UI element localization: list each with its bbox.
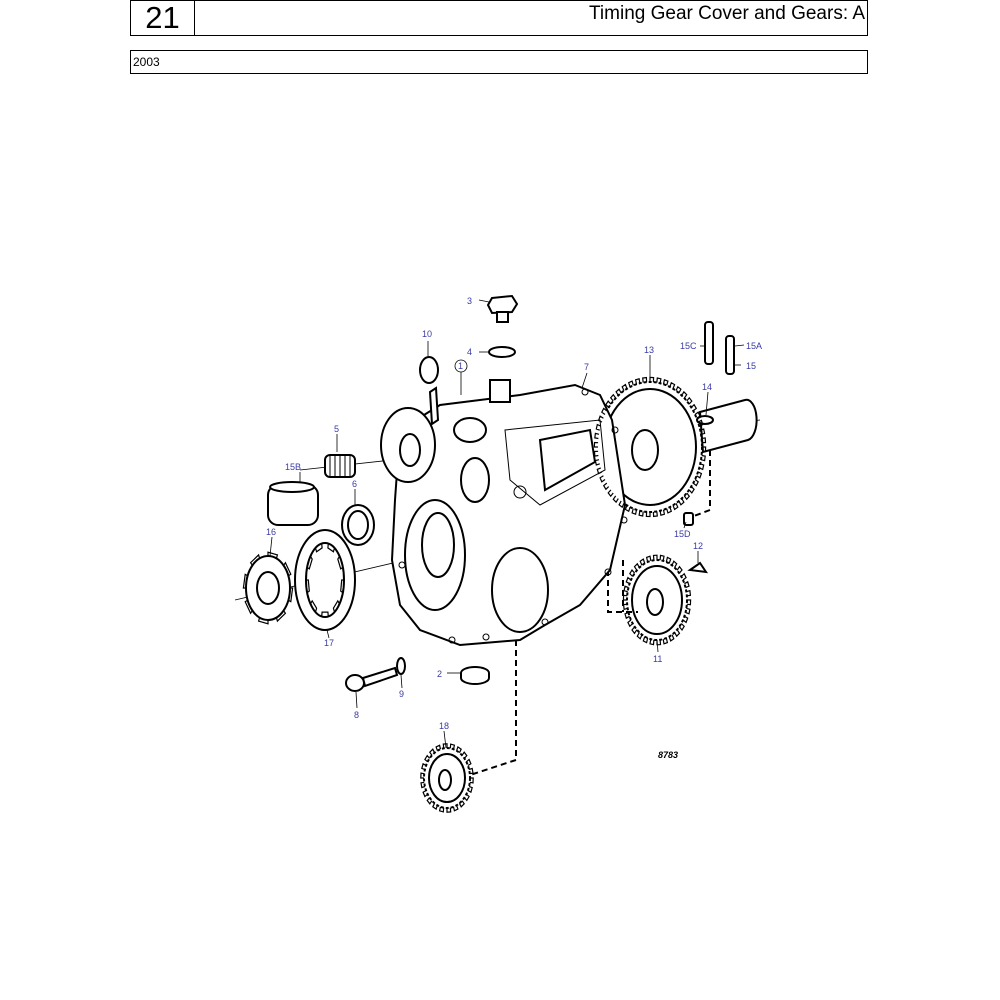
pump-rotor-16-teeth bbox=[242, 551, 294, 625]
gear-18-teeth bbox=[420, 743, 474, 813]
pump-rotor-16[interactable] bbox=[245, 555, 291, 621]
shaft-14[interactable] bbox=[683, 321, 758, 526]
callout-3: 3 bbox=[467, 296, 472, 306]
callout-9: 9 bbox=[399, 689, 404, 699]
callout-15b: 15B bbox=[285, 462, 301, 472]
seal-ring-6[interactable] bbox=[341, 504, 375, 546]
callout-15d: 15D bbox=[674, 529, 691, 539]
pump-ring-17-lobes bbox=[306, 543, 344, 617]
year-bar: 2003 bbox=[130, 50, 868, 74]
bushing-15b[interactable] bbox=[267, 481, 319, 526]
callout-6: 6 bbox=[352, 479, 357, 489]
callout-8: 8 bbox=[354, 710, 359, 720]
callout-11: 11 bbox=[653, 654, 662, 664]
callout-5: 5 bbox=[334, 424, 339, 434]
bolt-8[interactable] bbox=[345, 666, 399, 692]
callout-15a: 15A bbox=[746, 341, 762, 351]
callout-18: 18 bbox=[439, 721, 449, 731]
model-year: 2003 bbox=[133, 55, 160, 69]
pump-ring-17[interactable] bbox=[294, 529, 356, 631]
key-12[interactable] bbox=[687, 561, 709, 574]
plug-3[interactable] bbox=[486, 294, 519, 323]
o-ring-10[interactable] bbox=[419, 356, 439, 384]
timing-gear-cover-7[interactable] bbox=[390, 379, 628, 647]
gear-11-teeth bbox=[622, 554, 692, 646]
callout-1-circle bbox=[454, 359, 468, 373]
callout-4: 4 bbox=[467, 347, 472, 357]
gear-18[interactable] bbox=[423, 747, 471, 809]
cover-plug-2[interactable] bbox=[460, 666, 490, 685]
callout-15c: 15C bbox=[680, 341, 697, 351]
callout-16: 16 bbox=[266, 527, 276, 537]
callout-12: 12 bbox=[693, 541, 703, 551]
callout-17: 17 bbox=[324, 638, 334, 648]
callout-7: 7 bbox=[584, 362, 589, 372]
section-number: 21 bbox=[131, 1, 195, 35]
figure-number: 8783 bbox=[658, 750, 678, 760]
page-title: Timing Gear Cover and Gears: A bbox=[589, 3, 865, 24]
washer-4[interactable] bbox=[488, 346, 516, 358]
pump-housing[interactable] bbox=[380, 386, 440, 483]
timing-gear-13-teeth bbox=[593, 376, 707, 518]
gear-11[interactable] bbox=[626, 559, 688, 641]
alignment-dashed-lines bbox=[469, 450, 711, 776]
threaded-bushing-5[interactable] bbox=[324, 454, 356, 478]
callout-10: 10 bbox=[422, 329, 432, 339]
washer-9[interactable] bbox=[396, 657, 406, 675]
callout-1: 1 bbox=[458, 361, 463, 371]
callout-13: 13 bbox=[644, 345, 654, 355]
section-header: 21 Timing Gear Cover and Gears: A bbox=[130, 0, 868, 36]
callout-2: 2 bbox=[437, 669, 442, 679]
callout-15: 15 bbox=[746, 361, 756, 371]
callout-14: 14 bbox=[702, 382, 712, 392]
